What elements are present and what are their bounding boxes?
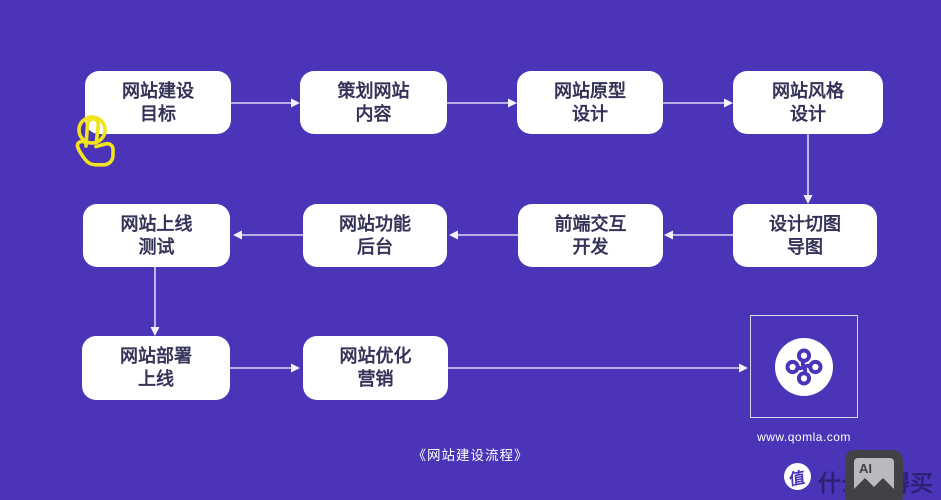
connector-slicing-to-frontend <box>664 230 733 240</box>
node-label-line2: 后台 <box>357 236 393 257</box>
flow-node-plan-content: 策划网站 内容 <box>300 71 447 134</box>
node-label-line1: 设计切图 <box>769 213 841 234</box>
connector-style-to-slicing <box>803 134 813 204</box>
connector-plan-to-prototype <box>447 98 517 108</box>
ai-image-overlay-icon: AI <box>845 450 903 500</box>
node-label-line2: 目标 <box>140 103 176 124</box>
logo-frame <box>750 315 858 418</box>
flow-node-function-backend: 网站功能 后台 <box>303 204 447 267</box>
connector-frontend-to-backend <box>449 230 518 240</box>
node-label-line2: 设计 <box>790 103 826 124</box>
node-label-line2: 内容 <box>355 103 392 124</box>
node-label-line2: 上线 <box>138 369 174 389</box>
flow-node-design-slicing: 设计切图 导图 <box>733 204 877 267</box>
node-label-line1: 网站优化 <box>339 346 412 366</box>
node-label-line1: 网站原型 <box>554 80 626 101</box>
node-label-line2: 开发 <box>572 236 609 257</box>
flow-node-frontend-dev: 前端交互 开发 <box>518 204 663 267</box>
ai-label: AI <box>859 461 872 476</box>
connector-launchtest-to-deploy <box>150 267 160 336</box>
badge-character: 值 <box>789 469 807 489</box>
flow-node-launch-test: 网站上线 测试 <box>83 204 230 267</box>
node-label-line1: 策划网站 <box>337 80 410 101</box>
node-label-line2: 测试 <box>138 236 175 257</box>
tap-hand-icon <box>75 115 115 167</box>
node-label-line1: 前端交互 <box>554 213 627 234</box>
node-label-line1: 网站部署 <box>120 346 192 366</box>
node-label-line1: 网站风格 <box>772 80 844 101</box>
node-label-line1: 网站建设 <box>122 80 194 101</box>
flow-node-style-design: 网站风格 设计 <box>733 71 883 134</box>
website-url: www.qomla.com <box>757 430 851 444</box>
flow-node-prototype-design: 网站原型 设计 <box>517 71 663 134</box>
node-label-line2: 设计 <box>572 103 608 124</box>
logo-circle <box>775 337 833 396</box>
connector-optimize-to-logo <box>448 363 748 373</box>
node-label-line1: 网站功能 <box>339 213 411 234</box>
smzdm-badge-icon: 值 <box>784 463 811 490</box>
qomla-clover-logo-icon <box>785 348 823 385</box>
flow-node-optimize-marketing: 网站优化 营销 <box>303 336 448 400</box>
connector-backend-to-launchtest <box>233 230 303 240</box>
flow-node-website-goal: 网站建设 目标 <box>85 71 231 134</box>
connector-prototype-to-style <box>663 98 733 108</box>
connector-deploy-to-optimize <box>230 363 300 373</box>
flow-node-deploy-launch: 网站部署 上线 <box>82 336 230 400</box>
connector-goal-to-plan <box>231 98 300 108</box>
node-label-line2: 营销 <box>357 369 394 389</box>
node-label-line2: 导图 <box>787 236 823 257</box>
diagram-caption: 《网站建设流程》 <box>412 448 529 463</box>
node-label-line1: 网站上线 <box>120 213 193 234</box>
